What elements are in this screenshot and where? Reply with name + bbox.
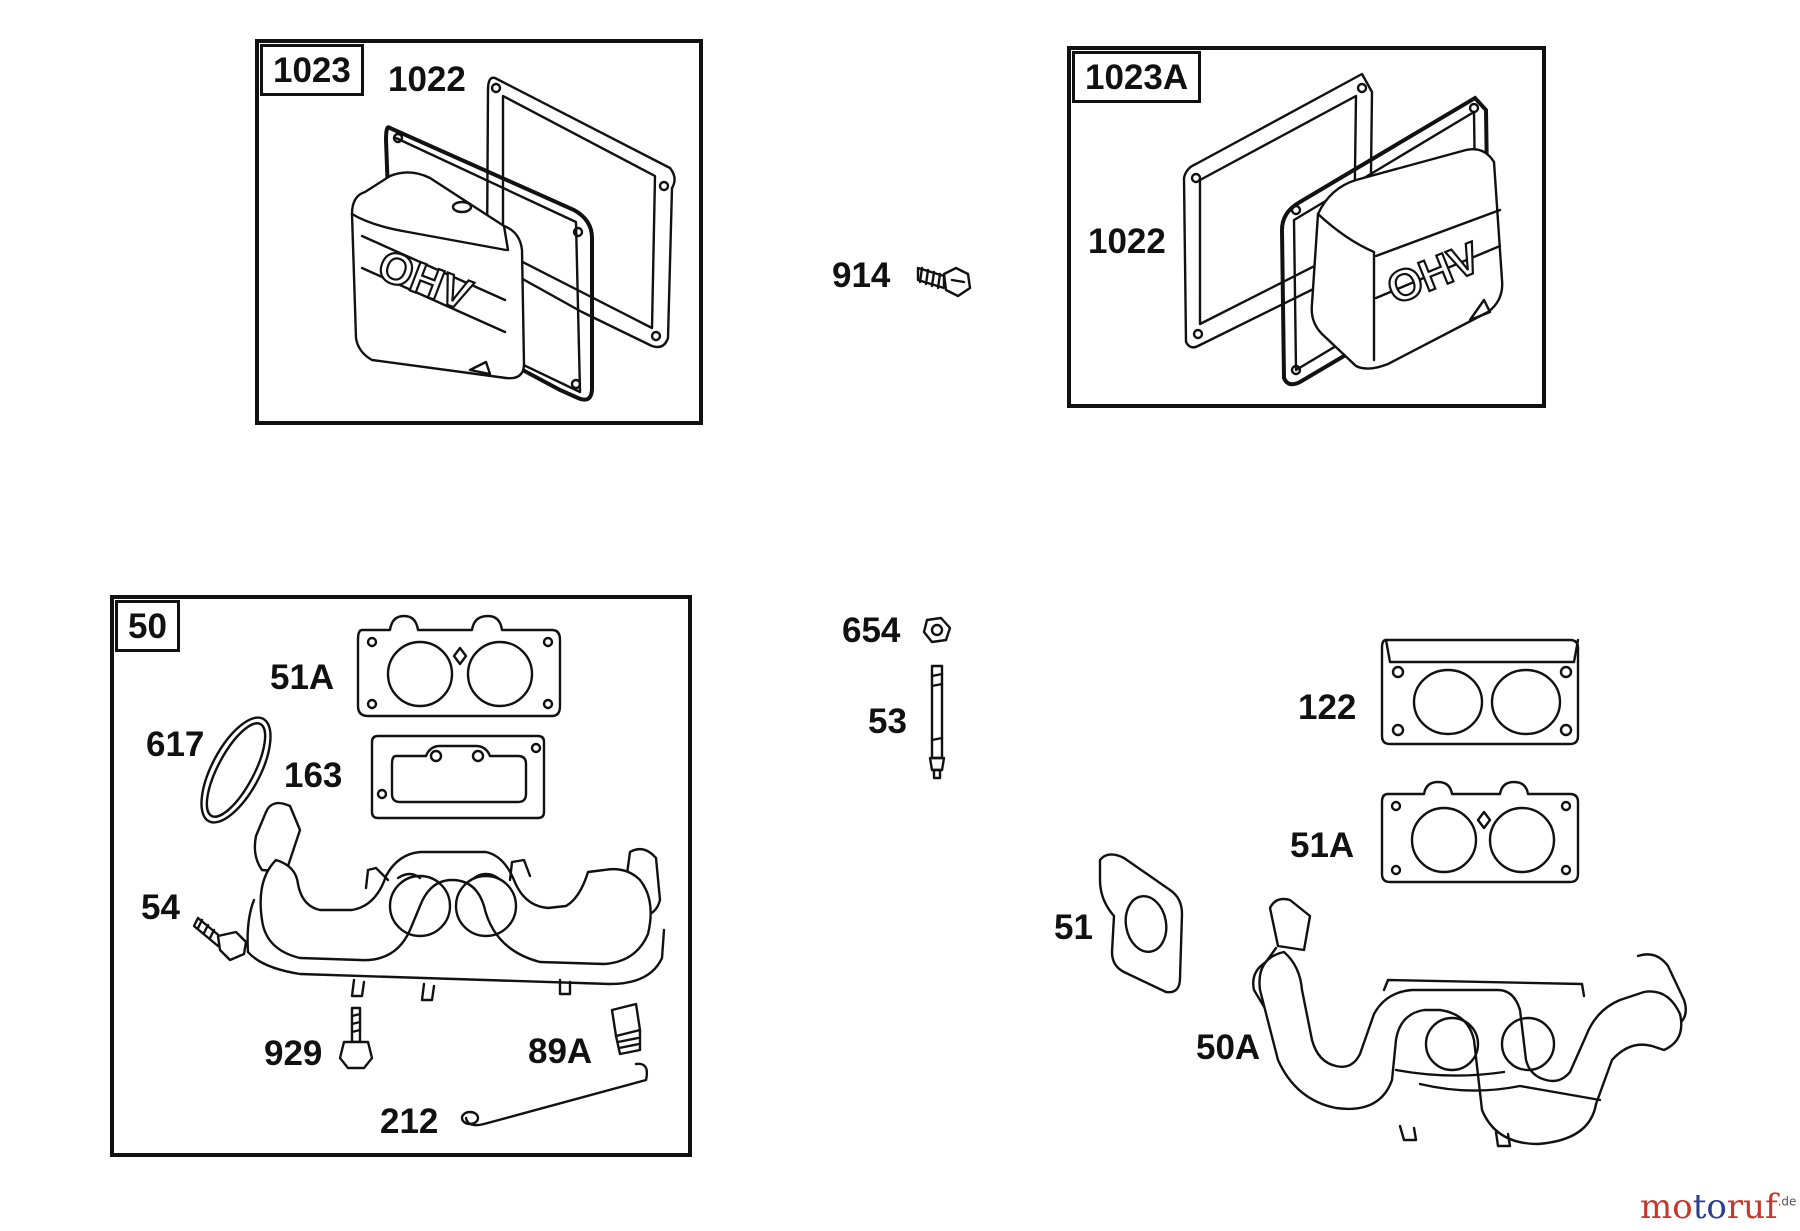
wire-212-drawing xyxy=(460,1062,649,1127)
label-1022-right: 1022 xyxy=(1088,222,1166,261)
label-51a-right: 51A xyxy=(1290,826,1355,865)
label-89a: 89A xyxy=(528,1032,593,1071)
motoruf-watermark: motoruf.de xyxy=(1640,1190,1796,1224)
frame-1023a xyxy=(1067,46,1546,408)
label-53: 53 xyxy=(868,702,907,741)
label-163: 163 xyxy=(284,756,343,795)
watermark-to: to xyxy=(1692,1187,1727,1227)
screw-929-drawing xyxy=(338,1006,374,1070)
exhaust-manifold-50a-drawing xyxy=(1252,897,1687,1148)
frame-50 xyxy=(110,595,692,1157)
gasket-1022-left xyxy=(485,76,676,349)
box-label-1023: 1023 xyxy=(260,44,364,96)
valve-cover-left: OHV xyxy=(350,125,594,402)
watermark-tld: .de xyxy=(1777,1194,1797,1209)
stud-53-drawing xyxy=(928,664,946,780)
nut-654-drawing xyxy=(922,616,952,644)
label-654: 654 xyxy=(842,611,901,650)
watermark-ruf: ruf xyxy=(1726,1187,1778,1227)
label-50a: 50A xyxy=(1196,1028,1261,1067)
box-label-50: 50 xyxy=(115,600,180,652)
label-54: 54 xyxy=(141,888,180,927)
box-label-1023a: 1023A xyxy=(1072,51,1202,103)
intake-manifold-50-drawing xyxy=(246,801,666,1002)
valve-cover-right: OHV xyxy=(1279,95,1504,387)
label-51a-left: 51A xyxy=(270,658,335,697)
label-617: 617 xyxy=(146,725,205,764)
gasket-122-drawing xyxy=(1380,638,1580,746)
plug-89a-drawing xyxy=(610,1002,642,1056)
label-929: 929 xyxy=(264,1034,323,1073)
gasket-163-drawing xyxy=(370,734,546,820)
bolt-54-drawing xyxy=(192,916,248,962)
frame-1023 xyxy=(255,39,703,425)
screw-914-drawing xyxy=(916,266,972,298)
oring-617-drawing xyxy=(200,716,272,824)
gasket-51a-right-drawing xyxy=(1380,780,1580,884)
gasket-51-drawing xyxy=(1098,853,1184,994)
label-212: 212 xyxy=(380,1102,439,1141)
label-1022-left: 1022 xyxy=(388,60,466,99)
label-914: 914 xyxy=(832,256,891,295)
gasket-51a-left-drawing xyxy=(356,614,562,718)
label-51: 51 xyxy=(1054,908,1093,947)
label-122: 122 xyxy=(1298,688,1357,727)
watermark-mo: mo xyxy=(1640,1187,1693,1227)
